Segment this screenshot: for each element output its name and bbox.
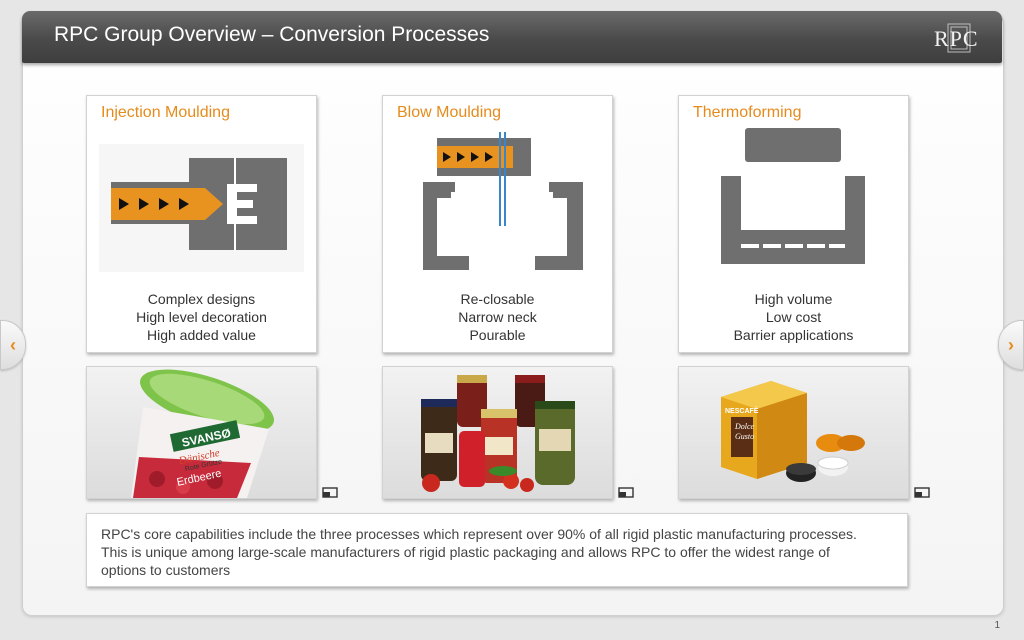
summary-text: RPC's core capabilities include the thre… [101,526,857,578]
expand-icon[interactable] [914,486,930,498]
photo-subtext: Gusto [735,432,754,441]
feature-line: High added value [147,327,256,343]
summary-box: RPC's core capabilities include the thre… [86,513,908,587]
photo-subtext: Dolce [734,422,755,431]
photo-injection-moulded-tub[interactable]: SVANSØ Dänische Rote Grütze Erdbeere [86,366,317,499]
card-title: Injection Moulding [101,104,230,121]
injection-moulding-diagram-icon [99,144,304,272]
feature-line: Re-closable [460,291,535,307]
expand-icon[interactable] [618,486,634,498]
card-blow-moulding: Blow Moulding Re-closable Narrow neck Po… [382,95,613,353]
slide-header: RPC Group Overview – Conversion Processe… [22,11,1002,63]
thermoforming-diagram-icon [721,128,865,264]
feature-line: Pourable [469,327,526,343]
logo-text: RPC [934,26,979,51]
blow-moulding-diagram-icon [423,132,583,270]
card-features: Re-closable Narrow neck Pourable [383,290,612,344]
feature-line: High level decoration [136,309,267,325]
card-features: Complex designs High level decoration Hi… [87,290,316,344]
card-features: High volume Low cost Barrier application… [679,290,908,344]
feature-line: High volume [754,291,833,307]
tub-image-icon: SVANSØ Dänische Rote Grütze Erdbeere [131,369,274,498]
card-thermoforming: Thermoforming High volume Low cost Barri… [678,95,909,353]
feature-line: Barrier applications [733,327,854,343]
card-title: Blow Moulding [397,104,502,121]
page-title: RPC Group Overview – Conversion Processe… [54,23,490,46]
page-number: 1 [994,620,1000,631]
rpc-logo: RPC [930,23,988,53]
photo-brand-text: NESCAFÉ [725,406,759,415]
feature-line: Low cost [765,309,822,325]
feature-line: Narrow neck [458,309,537,325]
capsules-image-icon: NESCAFÉ Dolce Gusto [721,381,865,482]
chevron-right-icon: › [1008,334,1014,355]
expand-icon[interactable] [322,486,338,498]
card-injection-moulding: Injection Moulding Complex designs High … [86,95,317,353]
photo-thermoformed-capsules[interactable]: NESCAFÉ Dolce Gusto [678,366,909,499]
jars-image-icon [421,375,575,492]
logo-frame-icon [947,23,971,53]
photo-blow-moulded-jars[interactable] [382,366,613,499]
feature-line: Complex designs [147,291,256,307]
card-title: Thermoforming [693,104,802,121]
chevron-left-icon: ‹ [10,334,16,355]
